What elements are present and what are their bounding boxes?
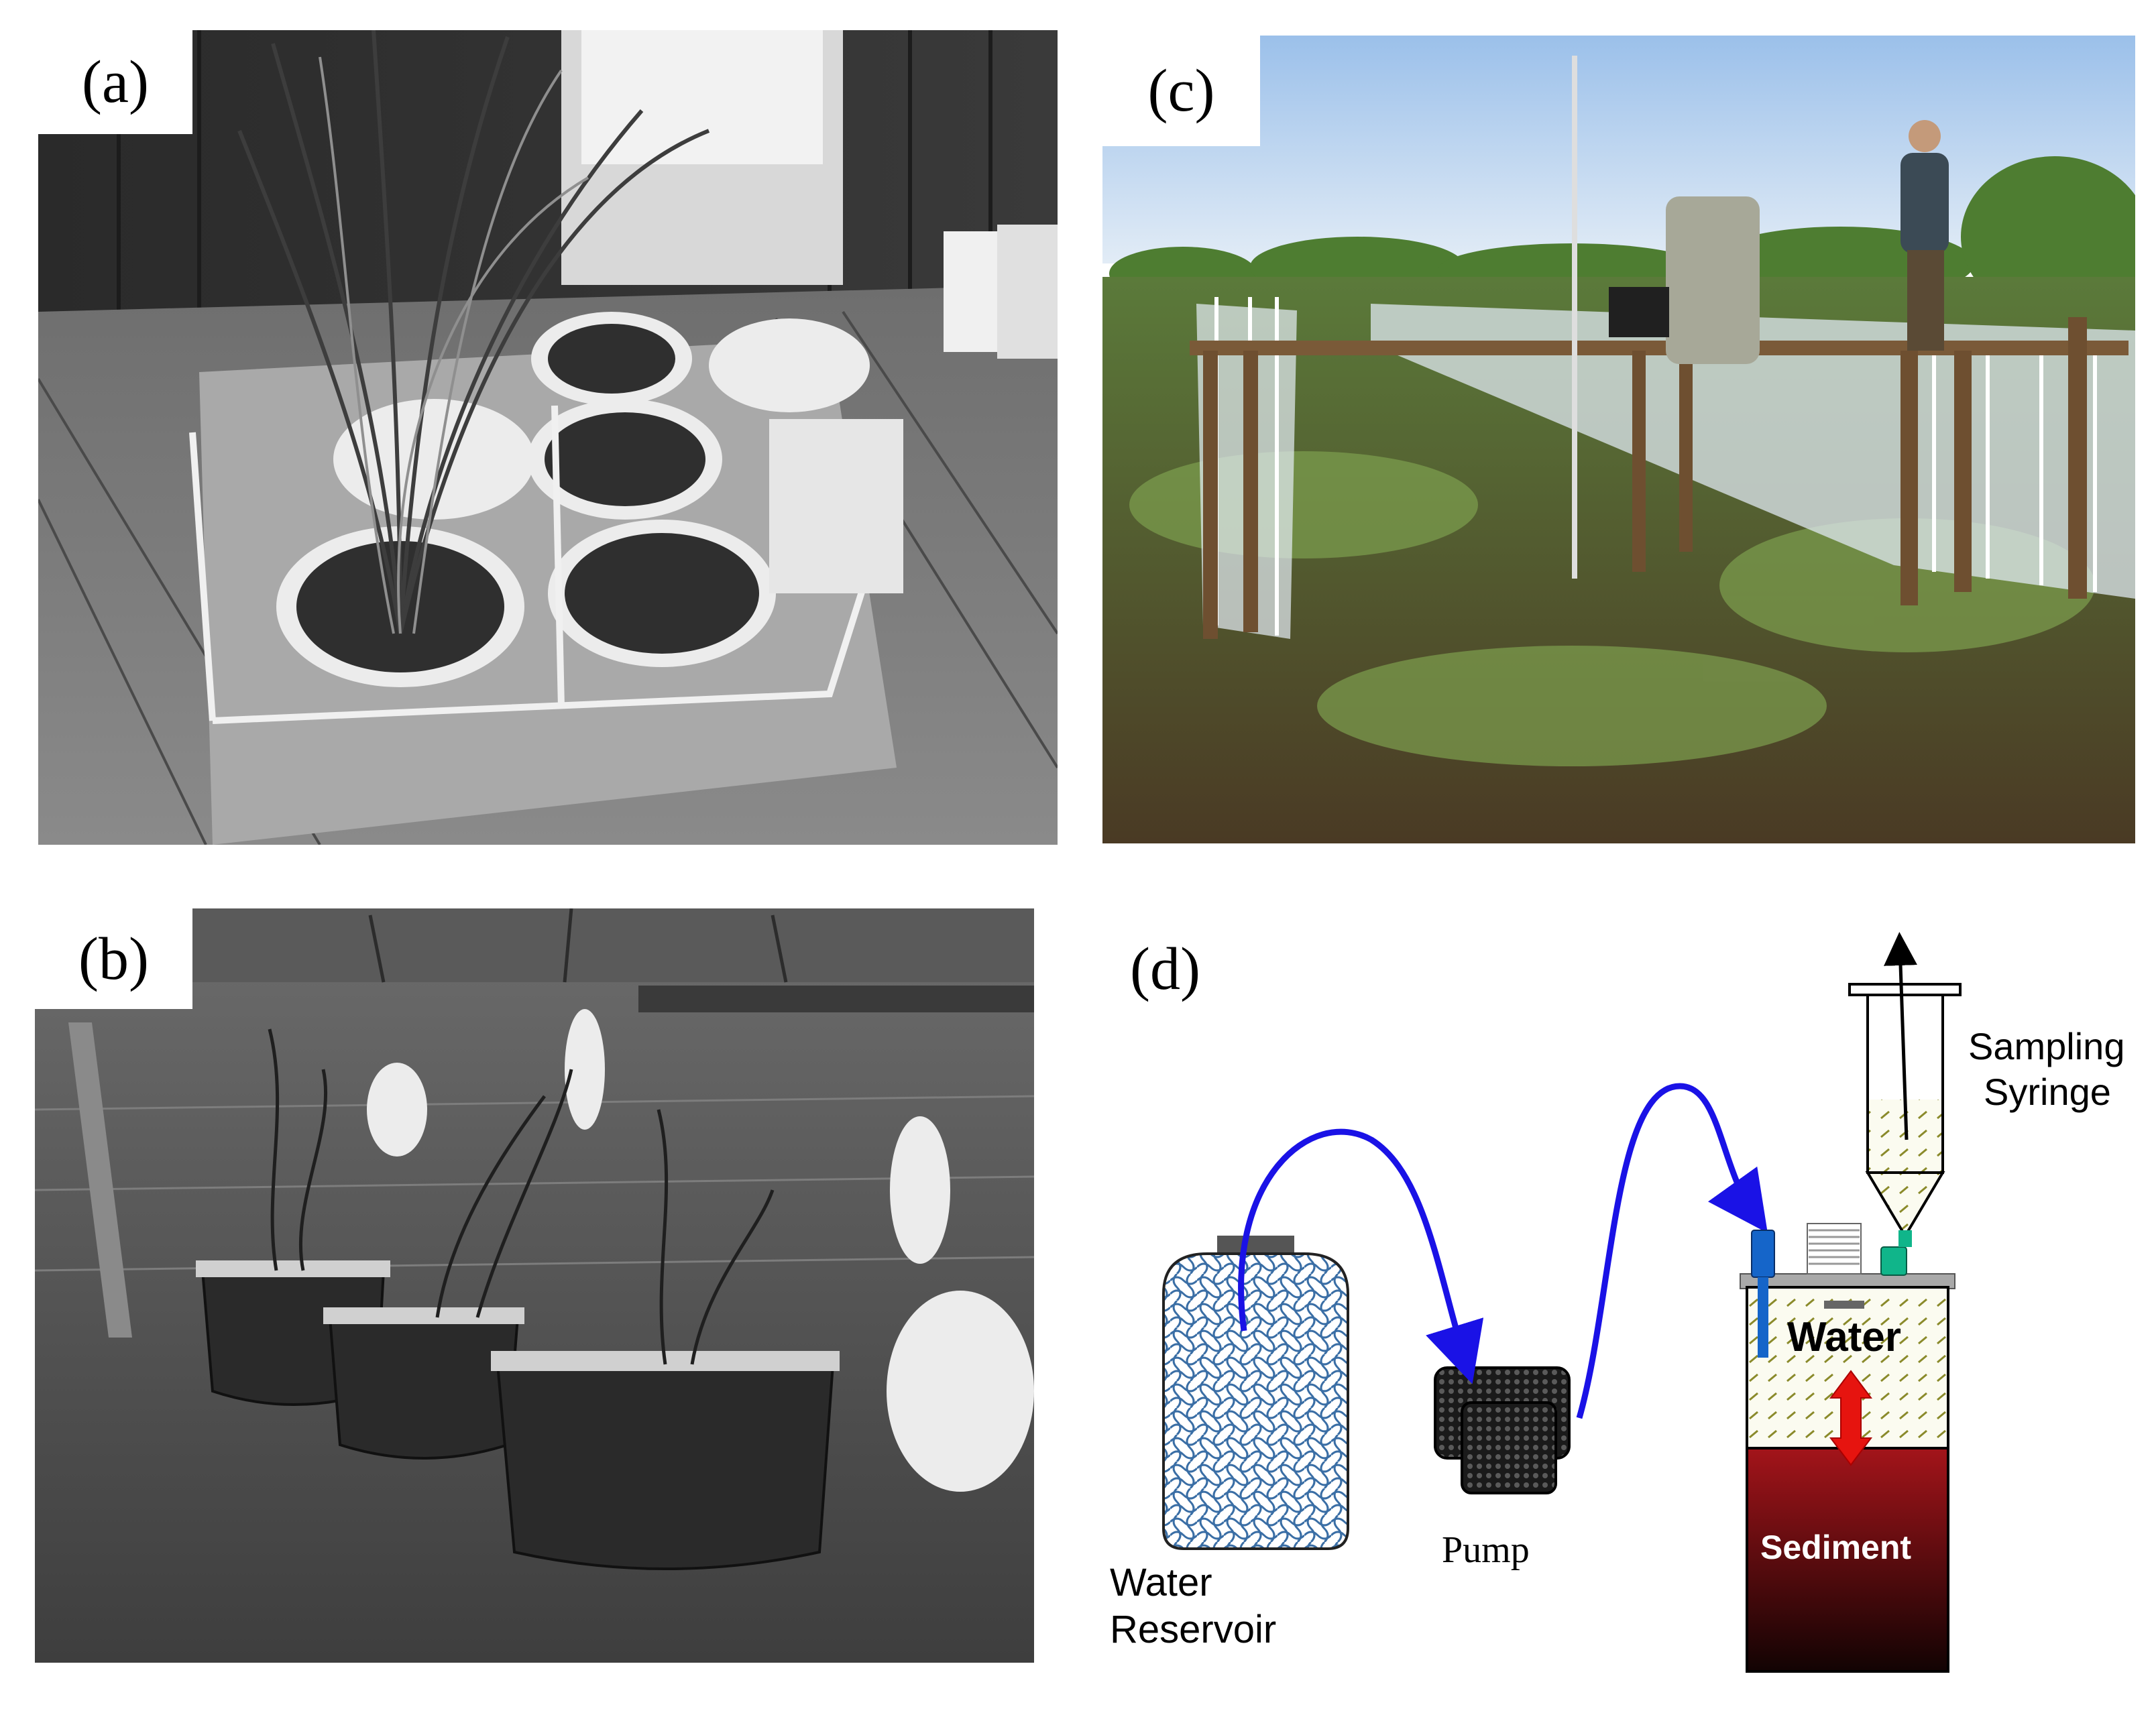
panel-a: (a)	[38, 30, 1058, 845]
panel-d-diagram: (d) Water Reservoir Pump Water Sediment …	[1090, 898, 2124, 1673]
panel-b-label: (b)	[35, 908, 192, 1009]
panel-b-photo	[35, 908, 1034, 1663]
person-figure	[1900, 120, 1949, 351]
syringe-label-line1: Sampling	[1968, 1025, 2124, 1067]
reservoir-label-line1: Water	[1110, 1561, 1212, 1604]
panel-d: (d) Water Reservoir Pump Water Sediment …	[1090, 898, 2136, 1676]
outlet-tube	[1576, 1083, 1768, 1419]
panel-a-photo	[38, 30, 1058, 845]
reservoir-label-line2: Reservoir	[1110, 1608, 1276, 1651]
panel-c-label: (c)	[1102, 36, 1260, 146]
sampling-syringe	[1848, 932, 1962, 1247]
water-label: Water	[1787, 1314, 1901, 1360]
panel-a-label: (a)	[38, 30, 192, 134]
sediment-label: Sediment	[1760, 1529, 1911, 1566]
panel-d-label: (d)	[1130, 936, 1200, 1002]
pump	[1434, 1366, 1571, 1494]
panel-c-photo	[1102, 36, 2135, 843]
panel-b: (b)	[35, 908, 1034, 1663]
core-chamber	[1740, 1223, 1955, 1673]
pump-label: Pump	[1442, 1529, 1530, 1571]
water-reservoir	[1162, 1236, 1349, 1550]
syringe-label-line2: Syringe	[1984, 1071, 2111, 1113]
panel-c: (c)	[1102, 36, 2135, 843]
exchange-arrow	[1829, 1370, 1872, 1466]
inlet-tube	[1238, 1128, 1484, 1384]
